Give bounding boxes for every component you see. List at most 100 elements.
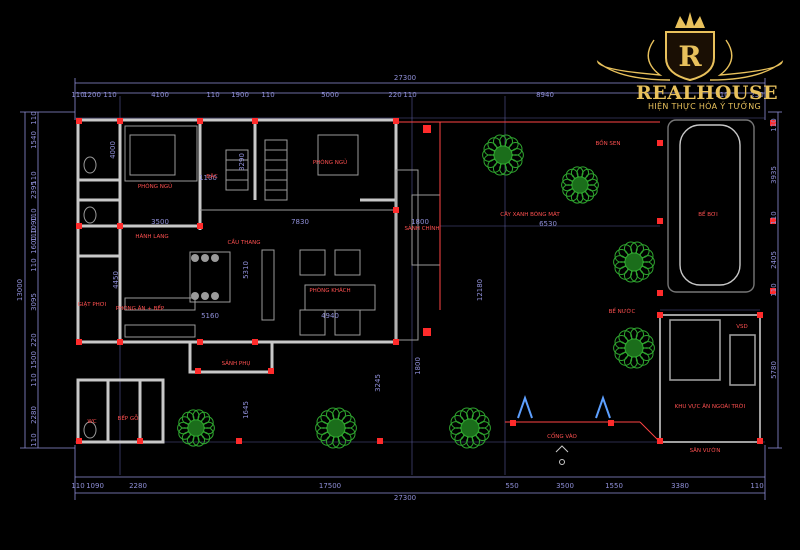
- dim-right-5: 5780: [770, 361, 778, 379]
- dim-left-2: 110: [30, 171, 38, 184]
- dim-left-3: 2395: [30, 181, 38, 199]
- room-label-wc: WC: [87, 419, 96, 425]
- dim-interior-1: 7830: [291, 218, 309, 226]
- room-label-ramp: BỂ NƯỚC: [609, 307, 636, 315]
- dim-top-12: 250: [750, 91, 763, 99]
- dim-left-6: 110: [30, 228, 38, 241]
- corridor-label: HÀNH LANG: [135, 233, 168, 240]
- left-total-dimension: 13000: [16, 279, 24, 301]
- dim-interior-9: 6530: [539, 220, 557, 228]
- dim-bottom-3: 17500: [319, 482, 341, 490]
- dim-interior-5: 5310: [242, 261, 250, 279]
- room-label-outdoor-dining: KHU VỰC ĂN NGOÀI TRỜI: [675, 403, 746, 410]
- room-labels: PHÒNG NGỦ PHÒNG NGỦ PHÒNG ĂN + BẾP PHÒNG KH…: [78, 138, 748, 454]
- dimension-string-left: [20, 111, 75, 449]
- dining-chairs: [191, 254, 219, 300]
- dim-interior-7: 3290: [238, 153, 246, 171]
- entry-step-label: BẬC: [206, 173, 218, 180]
- dim-interior-4: 4940: [321, 312, 339, 320]
- dim-left-12: 110: [30, 373, 38, 386]
- dim-left-11: 1500: [30, 351, 38, 369]
- toilets: [83, 156, 97, 439]
- dim-interior-12: 1800: [414, 357, 422, 375]
- dim-left-9: 3095: [30, 293, 38, 311]
- room-label-pool: BỂ BƠI: [698, 210, 718, 218]
- pool: [667, 119, 755, 293]
- tree-icon: [177, 409, 215, 447]
- dim-bottom-2: 2280: [129, 482, 147, 490]
- dim-top-2: 110: [103, 91, 116, 99]
- dim-bottom-7: 3380: [671, 482, 689, 490]
- room-label-hall: SẢNH CHÍNH: [404, 224, 439, 232]
- logo-letter: R: [678, 40, 702, 73]
- dim-bottom-4: 550: [505, 482, 518, 490]
- brand-name: REALHOUSE: [636, 82, 779, 104]
- room-label-dining: PHÒNG ĂN + BẾP: [116, 304, 165, 312]
- dim-right-1: 3935: [770, 166, 778, 184]
- lift-label: VSD: [736, 324, 748, 330]
- dim-top-8: 220: [388, 91, 401, 99]
- dim-left-8: 110: [30, 258, 38, 271]
- dim-top-10: 8940: [536, 91, 554, 99]
- dim-bottom-0: 110: [71, 482, 84, 490]
- dim-interior-14: 1100: [199, 174, 217, 182]
- stair-label: CẦU THANG: [227, 238, 260, 246]
- brand-crest: R: [596, 12, 784, 82]
- dim-left-13: 2280: [30, 406, 38, 424]
- dim-top-7: 5000: [321, 91, 339, 99]
- dim-left-1: 1540: [30, 131, 38, 149]
- columns: [76, 118, 776, 444]
- shield-icon: [665, 31, 715, 82]
- dim-bottom-8: 110: [750, 482, 763, 490]
- tree-icon: [613, 241, 655, 283]
- dim-top-1: 1200: [83, 91, 101, 99]
- dim-right-2: 110: [770, 211, 778, 224]
- room-label-entry-gate: CỔNG VÀO: [547, 432, 577, 440]
- dim-interior-13: 4000: [109, 141, 117, 159]
- tree-icon: [449, 407, 491, 449]
- room-label-bedroom-main: PHÒNG NGỦ: [313, 158, 347, 166]
- crown-icon: [675, 12, 705, 28]
- dimension-string-top: [74, 78, 766, 120]
- trees: [177, 134, 655, 449]
- dim-top-0: 110: [71, 91, 84, 99]
- dim-top-9: 110: [403, 91, 416, 99]
- dim-left-10: 220: [30, 333, 38, 346]
- dim-bottom-6: 1550: [605, 482, 623, 490]
- dim-interior-0: 3500: [151, 218, 169, 226]
- dim-interior-10: 3245: [374, 374, 382, 392]
- entry-gate-swings: [517, 394, 611, 419]
- outdoor-pavilion: [659, 314, 761, 443]
- room-label-laundry: GIẶT PHƠI: [78, 301, 107, 308]
- dim-top-6: 110: [261, 91, 274, 99]
- dim-left-0: 110: [30, 111, 38, 124]
- dim-left-14: 110: [30, 433, 38, 446]
- dim-interior-3: 5160: [201, 312, 219, 320]
- top-total-dimension: 27300: [394, 74, 416, 82]
- dim-interior-11: 1645: [242, 401, 250, 419]
- dim-right-3: 2405: [770, 251, 778, 269]
- dim-interior-6: 4450: [112, 271, 120, 289]
- dimension-string-bottom: [74, 445, 766, 500]
- room-label-living: PHÒNG KHÁCH: [309, 287, 350, 294]
- dim-top-11: 110: [715, 91, 728, 99]
- dim-left-7: 1600: [30, 236, 38, 254]
- dimension-string-right: [768, 111, 782, 449]
- bottom-total-dimension: 27300: [394, 494, 416, 502]
- tree-icon: [482, 134, 524, 176]
- dim-top-4: 110: [206, 91, 219, 99]
- dim-top-5: 1900: [231, 91, 249, 99]
- room-label-storage: BẾP GỖ: [118, 414, 140, 422]
- dim-left-4: 110: [30, 208, 38, 221]
- room-label-garden: CÂY XANH BÓNG MÁT: [500, 211, 560, 218]
- dim-interior-8: 12180: [476, 279, 484, 301]
- entry-arrow-icon: [555, 445, 569, 465]
- room-label-pool-deck: BỒN SEN: [595, 138, 620, 147]
- tree-icon: [315, 407, 357, 449]
- tree-icon: [613, 327, 655, 369]
- room-label-bedroom-2: PHÒNG NGỦ: [138, 182, 172, 190]
- dim-bottom-5: 3500: [556, 482, 574, 490]
- dim-top-3: 4100: [151, 91, 169, 99]
